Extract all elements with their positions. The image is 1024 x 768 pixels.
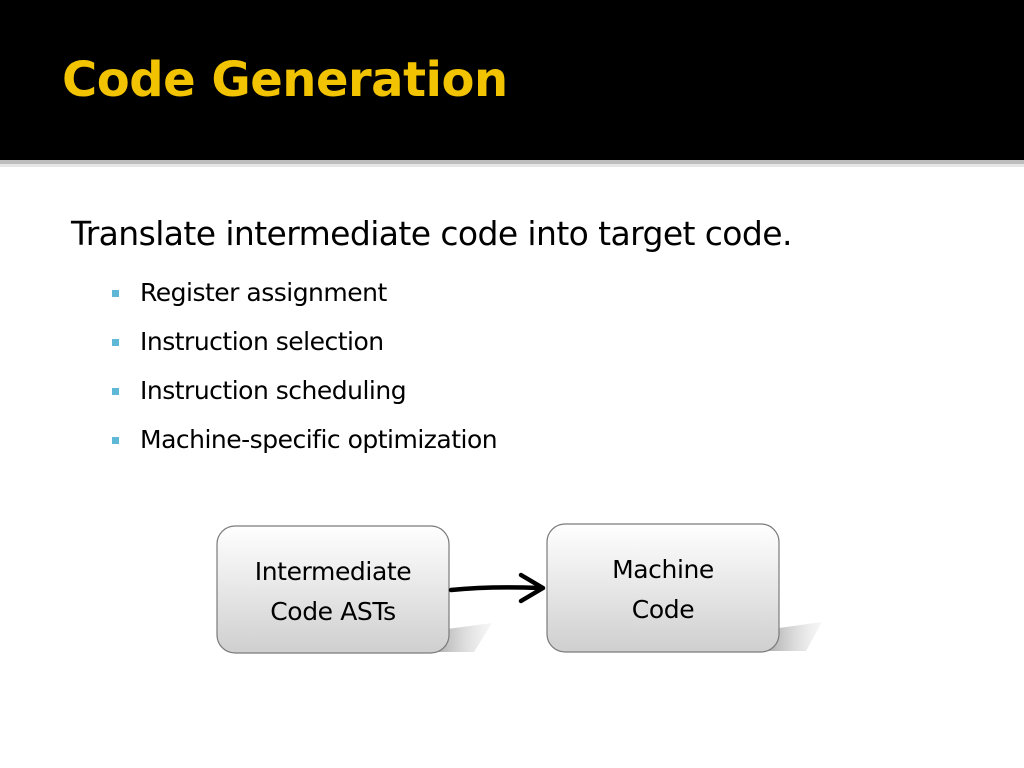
node-box — [546, 523, 780, 653]
node-label-line2: Code ASTs — [270, 597, 395, 626]
intermediate-code-node: Intermediate Code ASTs — [216, 525, 492, 654]
arrow-head — [518, 572, 546, 604]
bullet-text: Instruction selection — [140, 327, 384, 356]
square-bullet-icon — [112, 437, 119, 444]
square-bullet-icon — [112, 290, 119, 297]
node-label-line2: Code — [632, 595, 694, 624]
bullet-list: Register assignment Instruction selectio… — [110, 274, 498, 470]
arrow-icon — [448, 572, 546, 604]
title-divider — [0, 160, 1024, 164]
bullet-item: Machine-specific optimization — [110, 421, 498, 470]
title-bar — [0, 0, 1024, 160]
bullet-item: Register assignment — [110, 274, 497, 323]
main-point: Translate intermediate code into target … — [71, 214, 792, 253]
arrow-shaft — [448, 585, 543, 593]
bullet-text: Instruction scheduling — [140, 376, 407, 405]
title-divider-highlight — [0, 164, 1024, 167]
machine-code-node: Machine Code — [546, 523, 822, 653]
node-shadow — [766, 622, 822, 651]
square-bullet-icon — [112, 388, 119, 395]
bullet-item: Instruction scheduling — [110, 372, 497, 421]
node-label-line1: Intermediate — [255, 557, 412, 586]
slide-title: Code Generation — [62, 52, 508, 108]
node-label-line1: Machine — [612, 555, 714, 584]
bullet-item: Instruction selection — [110, 323, 497, 372]
square-bullet-icon — [112, 339, 119, 346]
bullet-text: Register assignment — [140, 278, 387, 307]
node-box — [216, 525, 450, 654]
bullet-text: Machine-specific optimization — [140, 425, 498, 454]
